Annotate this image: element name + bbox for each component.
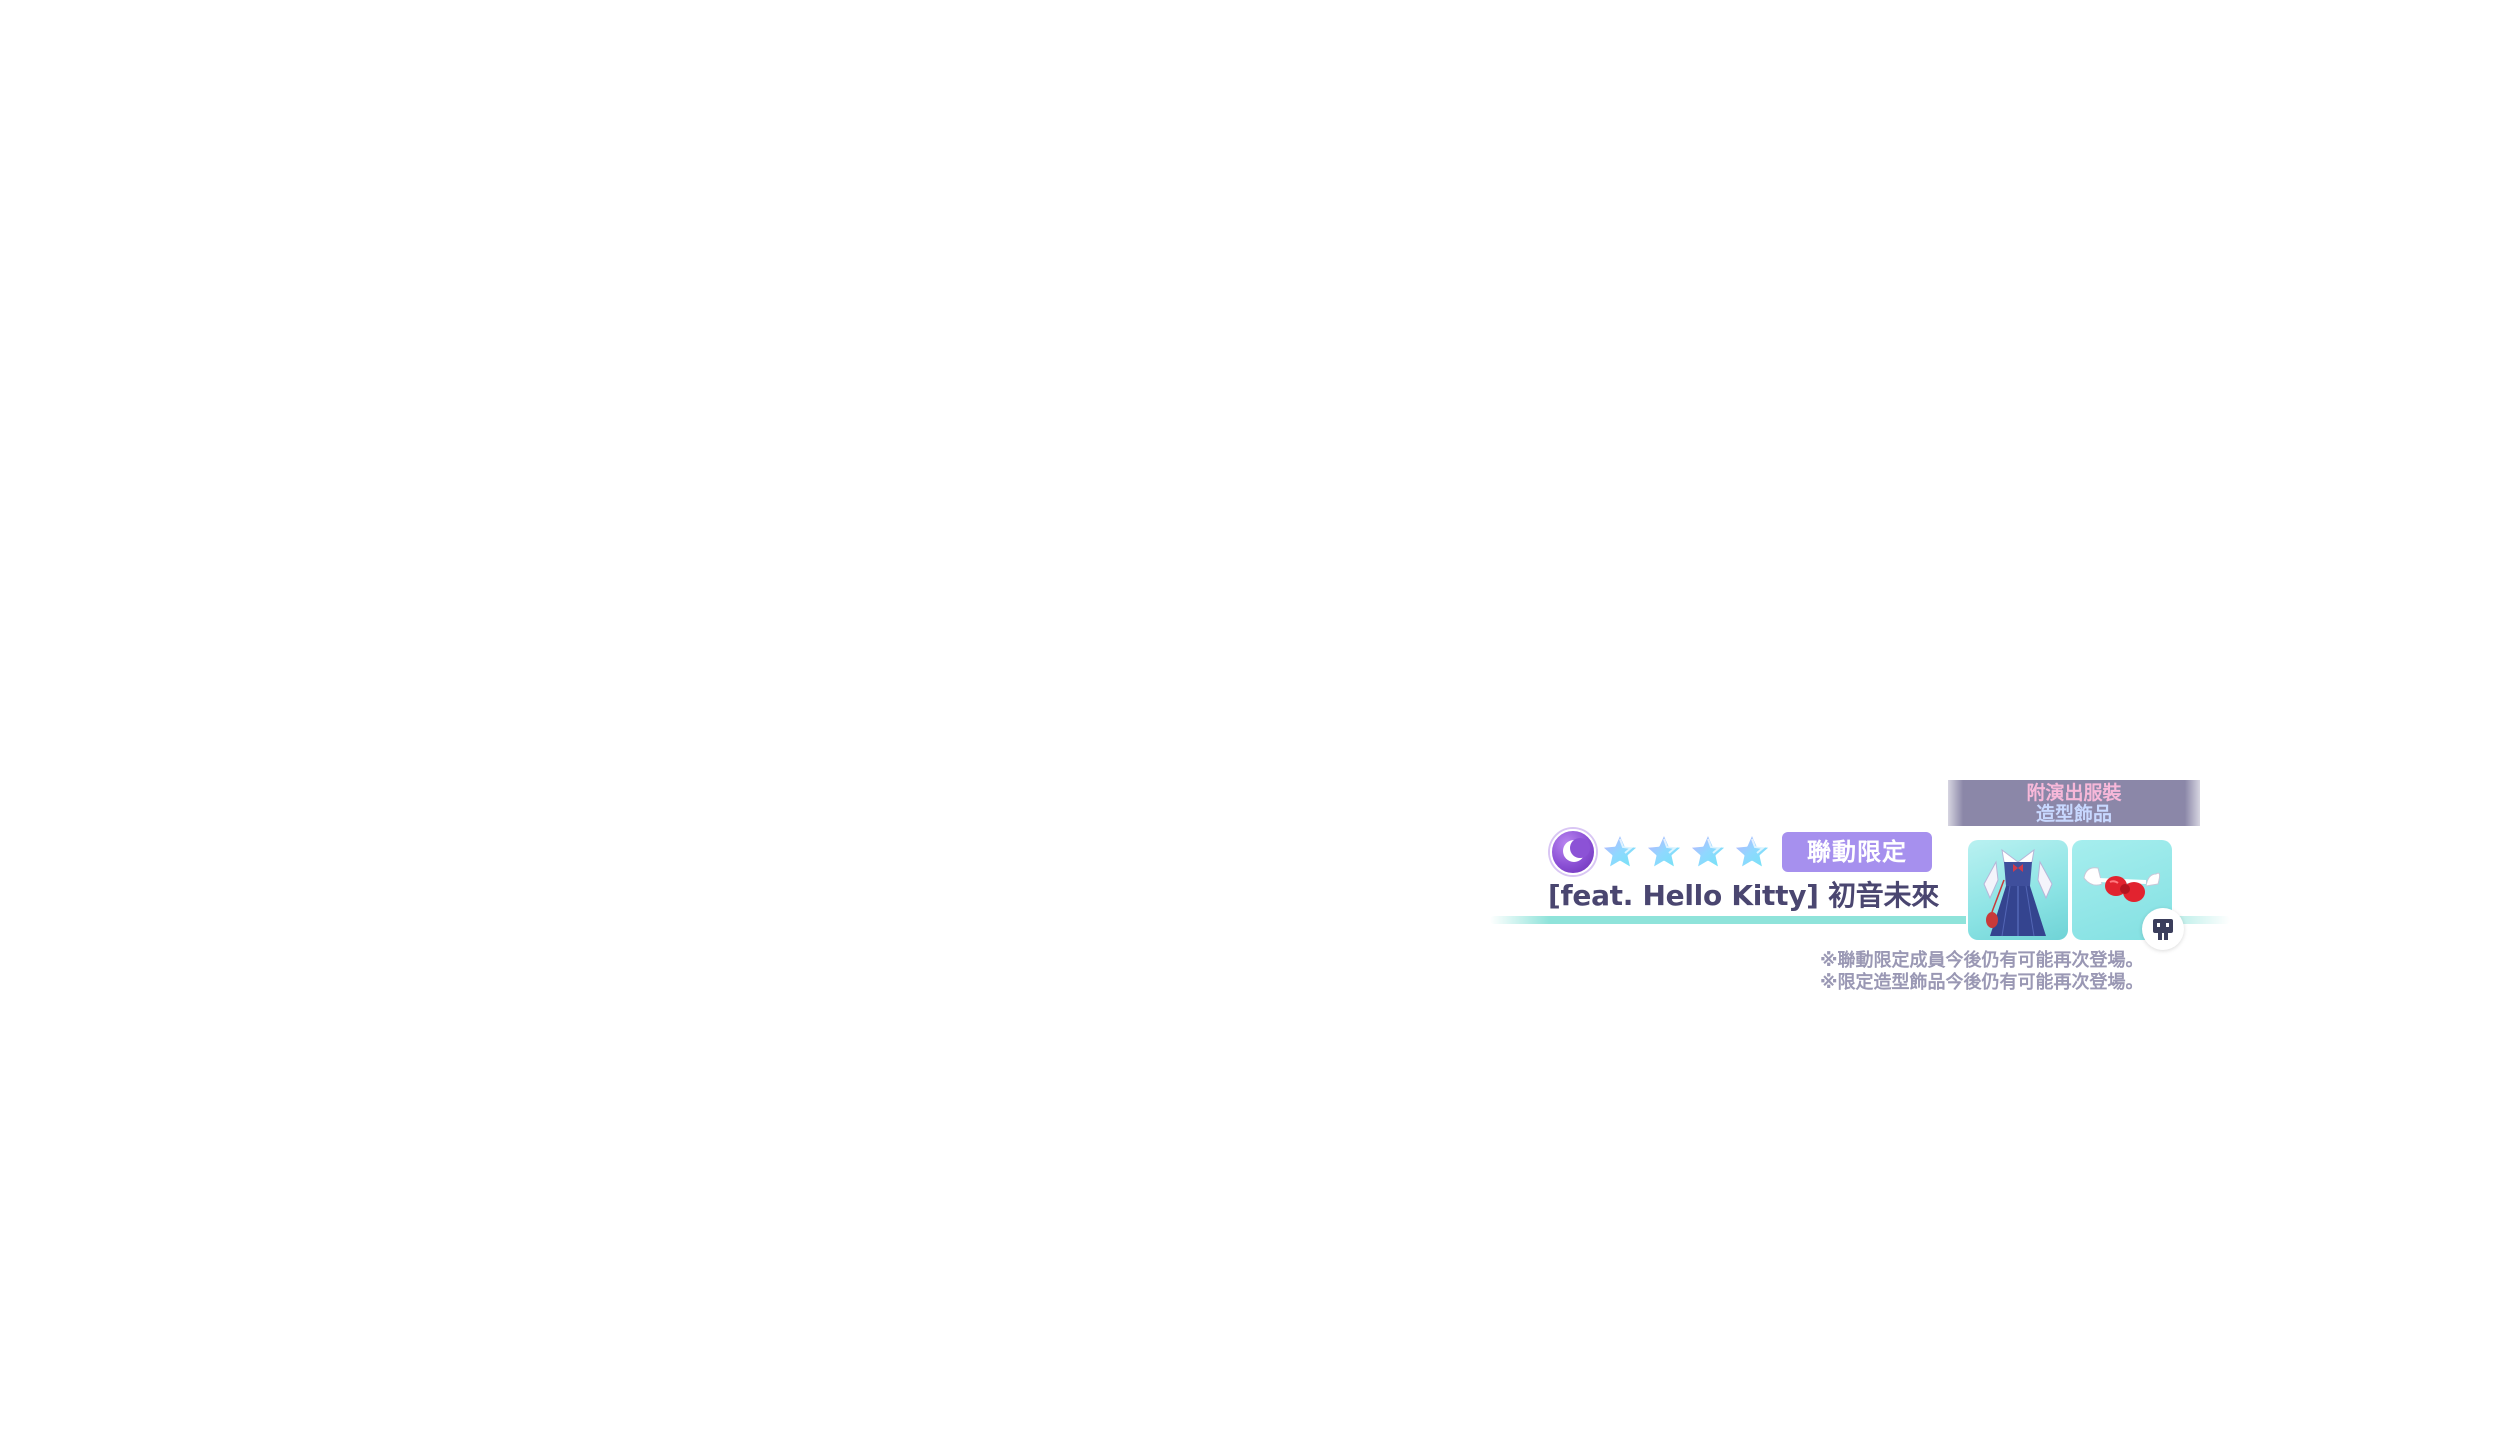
note-collab-member: ※聯動限定成員今後仍有可能再次登場。 [1820,950,2144,971]
card-name: [feat. Hello Kitty] 初音未來 [1548,879,1939,912]
notes: ※聯動限定成員今後仍有可能再次登場。 ※限定造型飾品今後仍有可能再次登場。 [1820,950,2240,994]
star-icon [1599,831,1641,871]
hair-bow-accessory-icon [2083,867,2161,902]
rarity-row [1550,829,1774,875]
divider [1490,916,2230,924]
moon-icon [1550,829,1596,875]
star-icon [1643,831,1685,871]
note-limited-accessory: ※限定造型飾品今後仍有可能再次登場。 [1820,972,2144,993]
collab-limited-badge: 聯動限定 [1782,832,1932,872]
bonus-header-costume: 附演出服裝 [2026,782,2122,804]
bonus-header-accessory: 造型飾品 [2035,803,2112,825]
star-icon [1731,831,1773,871]
card-info-panel: 聯動限定 [feat. Hello Kitty] 初音未來 附演出服裝 造型飾品 [1490,780,2250,1020]
rarity-stars [1598,830,1774,874]
costume-icon [1983,848,2053,937]
bonus-header: 附演出服裝 造型飾品 [1948,780,2200,826]
character-icon [2142,908,2184,950]
bonus-costume-item[interactable] [1968,840,2068,940]
star-icon [1687,831,1729,871]
